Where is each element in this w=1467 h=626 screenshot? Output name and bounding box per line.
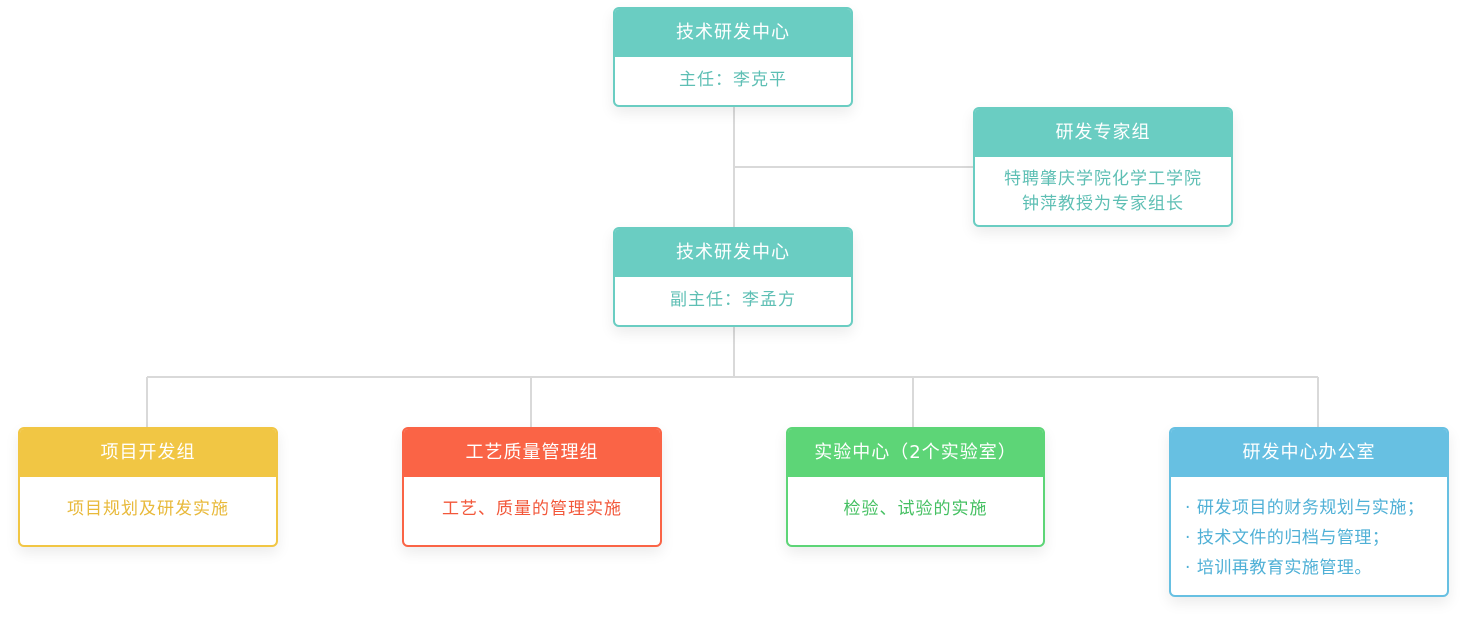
rd-office-title: 研发中心办公室 xyxy=(1171,429,1447,477)
director-title: 技术研发中心 xyxy=(615,9,851,57)
rd-office-duties: ·研发项目的财务规划与实施； ·技术文件的归档与管理； ·培训再教育实施管理。 xyxy=(1171,477,1447,583)
process-quality-group-desc: 工艺、质量的管理实施 xyxy=(442,499,622,519)
process-quality-group-title: 工艺质量管理组 xyxy=(404,429,660,477)
expert-group-desc: 特聘肇庆学院化学工学院 钟萍教授为专家组长 xyxy=(975,157,1231,217)
director-node: 技术研发中心 主任：李克平 xyxy=(613,7,853,107)
bullet-icon: · xyxy=(1185,558,1191,578)
project-dev-group-title: 项目开发组 xyxy=(20,429,276,477)
deputy-name: 副主任：李孟方 xyxy=(670,290,796,310)
project-dev-group-desc: 项目规划及研发实施 xyxy=(67,499,229,519)
duty-text: 技术文件的归档与管理； xyxy=(1196,528,1390,548)
rd-office-node: 研发中心办公室 ·研发项目的财务规划与实施； ·技术文件的归档与管理； ·培训再… xyxy=(1169,427,1449,597)
director-name: 主任：李克平 xyxy=(679,70,787,90)
lab-center-node: 实验中心（2个实验室） 检验、试验的实施 xyxy=(786,427,1045,547)
expert-group-title: 研发专家组 xyxy=(975,109,1231,157)
list-item: ·研发项目的财务规划与实施； xyxy=(1185,493,1447,523)
process-quality-group-node: 工艺质量管理组 工艺、质量的管理实施 xyxy=(402,427,662,547)
expert-group-line-1: 特聘肇庆学院化学工学院 xyxy=(1004,169,1202,189)
deputy-director-node: 技术研发中心 副主任：李孟方 xyxy=(613,227,853,327)
expert-group-line-2: 钟萍教授为专家组长 xyxy=(1022,194,1184,214)
expert-group-node: 研发专家组 特聘肇庆学院化学工学院 钟萍教授为专家组长 xyxy=(973,107,1233,227)
lab-center-desc: 检验、试验的实施 xyxy=(843,499,988,519)
bullet-icon: · xyxy=(1185,498,1191,518)
lab-center-title: 实验中心（2个实验室） xyxy=(788,429,1043,477)
list-item: ·技术文件的归档与管理； xyxy=(1185,523,1447,553)
bullet-icon: · xyxy=(1185,528,1191,548)
duty-text: 研发项目的财务规划与实施； xyxy=(1196,498,1425,518)
list-item: ·培训再教育实施管理。 xyxy=(1185,553,1447,583)
deputy-title: 技术研发中心 xyxy=(615,229,851,277)
project-dev-group-node: 项目开发组 项目规划及研发实施 xyxy=(18,427,278,547)
duty-text: 培训再教育实施管理。 xyxy=(1196,558,1372,578)
